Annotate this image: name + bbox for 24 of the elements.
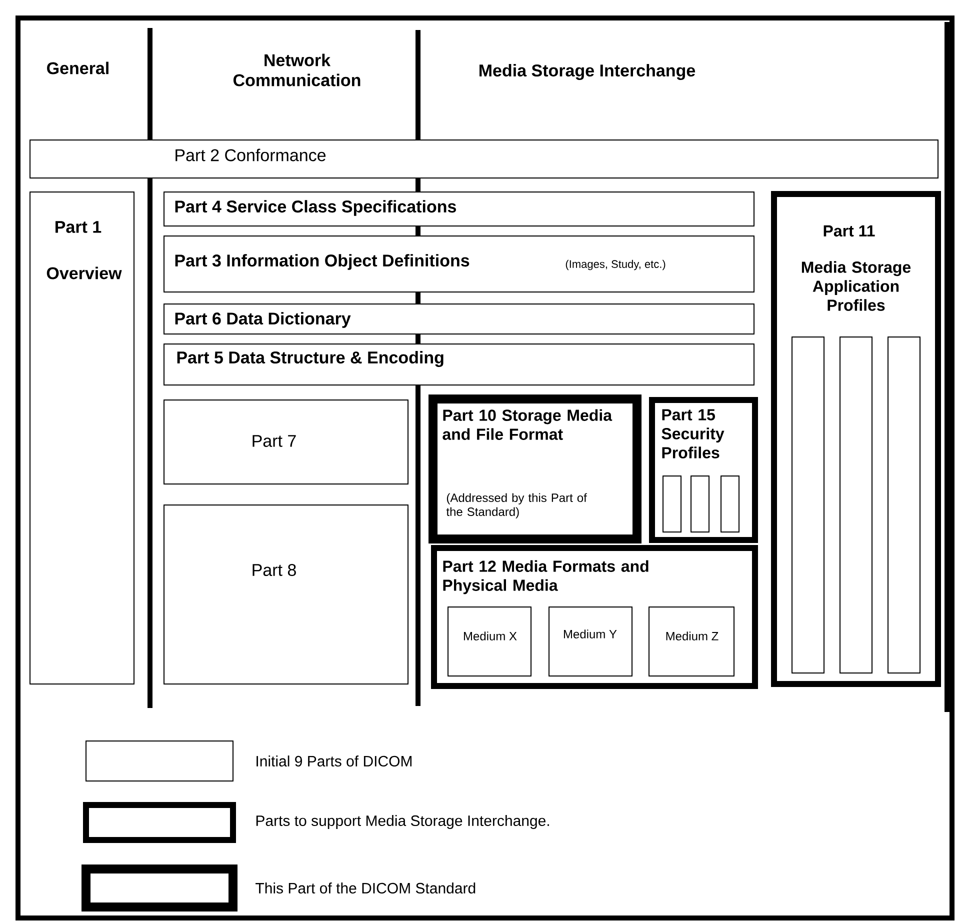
part-box: Part 8	[164, 504, 408, 684]
part-box: Part 7	[164, 400, 408, 484]
part-box: Part 2 Conformance	[30, 140, 938, 178]
bar-box	[720, 476, 740, 532]
part-box: Part 3 Information Object Definitions (Images, Study, etc.)	[164, 236, 754, 292]
part-box: Part 10 Storage Media and File Format (Addressed by this Part of the Standard)	[428, 394, 642, 544]
column-heading: Network Communication	[233, 54, 360, 86]
legend-text: Parts to support Media Storage Interchange.	[256, 815, 549, 829]
legend-text: Initial 9 Parts of DICOM	[256, 756, 412, 767]
bar-box	[888, 336, 920, 674]
part-box: Medium Y	[548, 606, 632, 676]
part-box: Medium Z	[648, 606, 734, 676]
column-heading: Media Storage Interchange	[480, 64, 696, 80]
part-box: Part 1 Overview	[30, 192, 134, 684]
part-box: Part 4 Service Class Specifications	[164, 192, 754, 226]
bar-box	[792, 336, 824, 674]
part-box: Medium X	[448, 606, 532, 676]
legend-text: This Part of the DICOM Standard	[256, 882, 476, 894]
column-heading: General	[47, 62, 108, 74]
part-box: Part 6 Data Dictionary	[164, 304, 754, 334]
bar-box	[690, 476, 710, 532]
part-box: Part 5 Data Structure & Encoding	[164, 344, 754, 386]
bar-box	[840, 336, 872, 674]
bar-box	[662, 476, 682, 532]
